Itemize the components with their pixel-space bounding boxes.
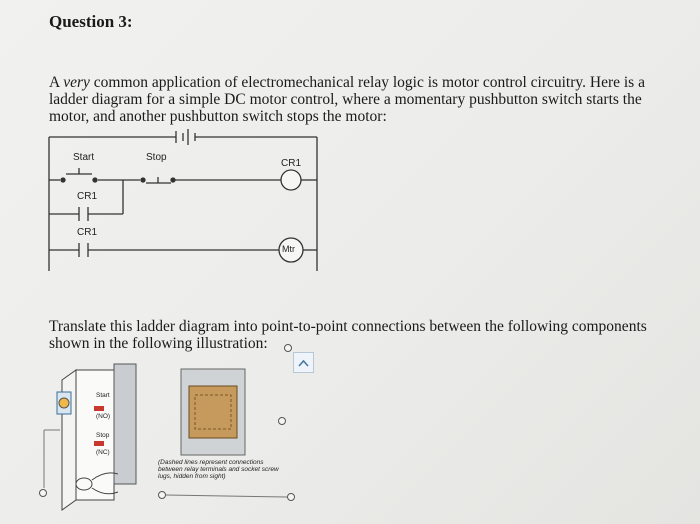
translate-paragraph: Translate this ladder diagram into point… xyxy=(49,318,647,352)
pushbutton-enclosure xyxy=(56,369,115,511)
intro-emphasis: very xyxy=(63,74,90,91)
cr1-coil-symbol xyxy=(280,169,302,191)
battery-symbol xyxy=(49,129,317,145)
cr1-seal-contact-symbol xyxy=(49,180,124,221)
motor-illustration xyxy=(75,472,119,495)
ladder-motor-label: Mtr xyxy=(282,244,295,254)
chevron-up-icon xyxy=(298,359,309,367)
illus-start-sub: (NO) xyxy=(96,413,111,420)
illus-note: (Dashed lines represent connections betw… xyxy=(158,459,279,480)
intro-text-start: A xyxy=(49,74,64,91)
question-heading: Question 3: xyxy=(49,12,133,31)
illus-start-label: Start xyxy=(96,392,110,399)
illus-stop-sub: (NC) xyxy=(96,449,110,456)
intro-paragraph: A very common application of electromech… xyxy=(49,74,669,125)
motor-symbol xyxy=(278,237,304,263)
relay-socket xyxy=(180,368,246,456)
illus-stop-label: Stop xyxy=(96,432,110,439)
intro-text-rest: common application of electromechanical … xyxy=(49,74,645,125)
ladder-cr1-contact2-label: CR1 xyxy=(77,227,98,238)
ladder-stop-label: Stop xyxy=(146,152,167,163)
ladder-start-label: Start xyxy=(73,152,95,163)
collapse-button[interactable] xyxy=(293,352,314,373)
cr1-motor-contact-symbol xyxy=(49,243,317,257)
ladder-cr1-coil-label: CR1 xyxy=(281,158,302,169)
terminal-strip xyxy=(113,363,137,485)
ladder-cr1-contact-label: CR1 xyxy=(77,191,98,202)
stop-pushbutton-symbol xyxy=(140,177,176,184)
start-pushbutton-symbol xyxy=(60,168,98,183)
